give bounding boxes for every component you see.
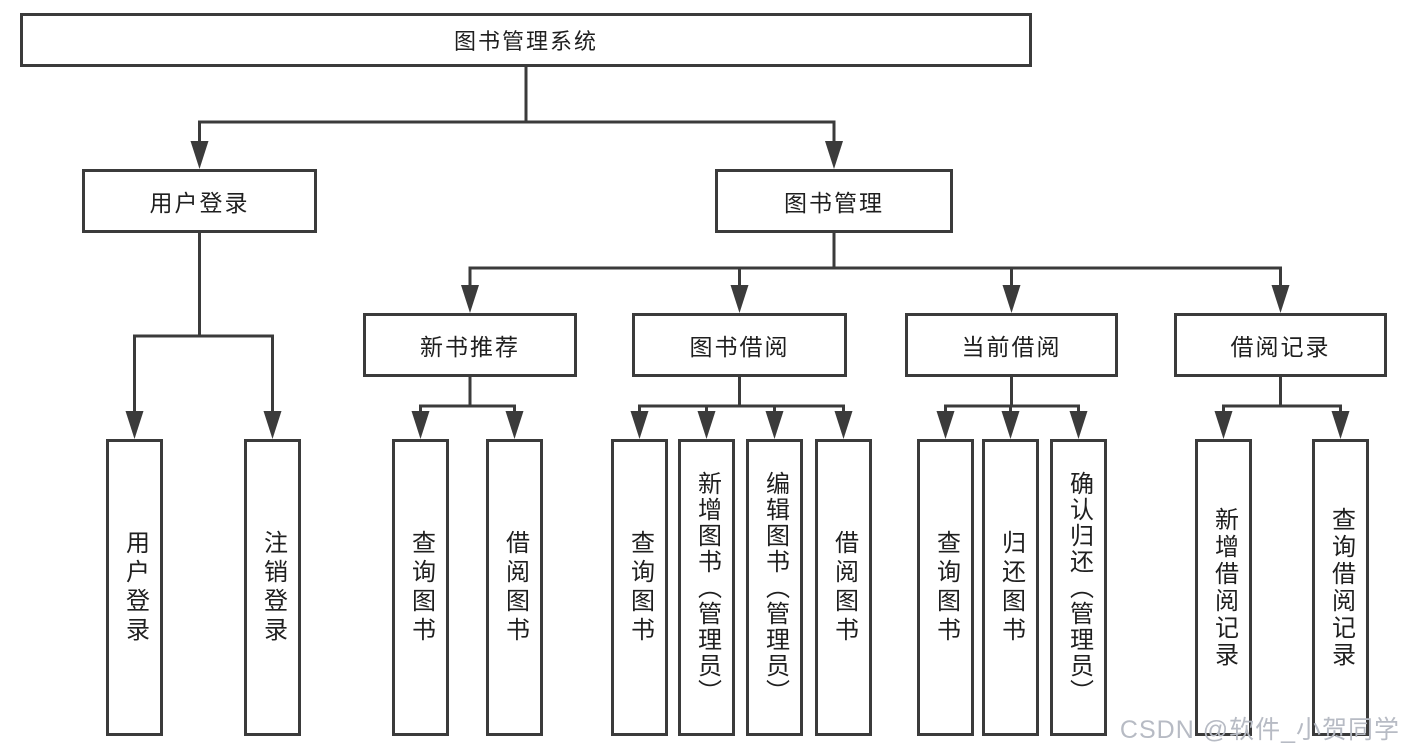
node-book-borrow: 图书借阅 [632, 313, 847, 377]
node-borrow-record: 借阅记录 [1174, 313, 1387, 377]
leaf-current-return-book: 归还图书 [982, 439, 1039, 736]
leaf-borrow-query-book: 查询图书 [611, 439, 668, 736]
node-library-system: 图书管理系统 [20, 13, 1032, 67]
node-user-login: 用户登录 [82, 169, 317, 233]
leaf-current-confirm-return-admin: 确认归还（管理员） [1050, 439, 1107, 736]
leaf-recommend-borrow-book: 借阅图书 [486, 439, 543, 736]
node-current-borrow: 当前借阅 [905, 313, 1118, 377]
leaf-borrow-edit-book-admin: 编辑图书（管理员） [746, 439, 803, 736]
leaf-logout: 注销登录 [244, 439, 301, 736]
node-book-management: 图书管理 [715, 169, 953, 233]
leaf-record-add: 新增借阅记录 [1195, 439, 1252, 736]
leaf-borrow-add-book-admin: 新增图书（管理员） [678, 439, 735, 736]
leaf-record-query: 查询借阅记录 [1312, 439, 1369, 736]
node-new-book-recommend: 新书推荐 [363, 313, 577, 377]
leaf-borrow-borrow-book: 借阅图书 [815, 439, 872, 736]
leaf-recommend-query-book: 查询图书 [392, 439, 449, 736]
leaf-user-login: 用户登录 [106, 439, 163, 736]
csdn-watermark: CSDN @软件_小贺同学 [1119, 716, 1400, 744]
leaf-current-query-book: 查询图书 [917, 439, 974, 736]
